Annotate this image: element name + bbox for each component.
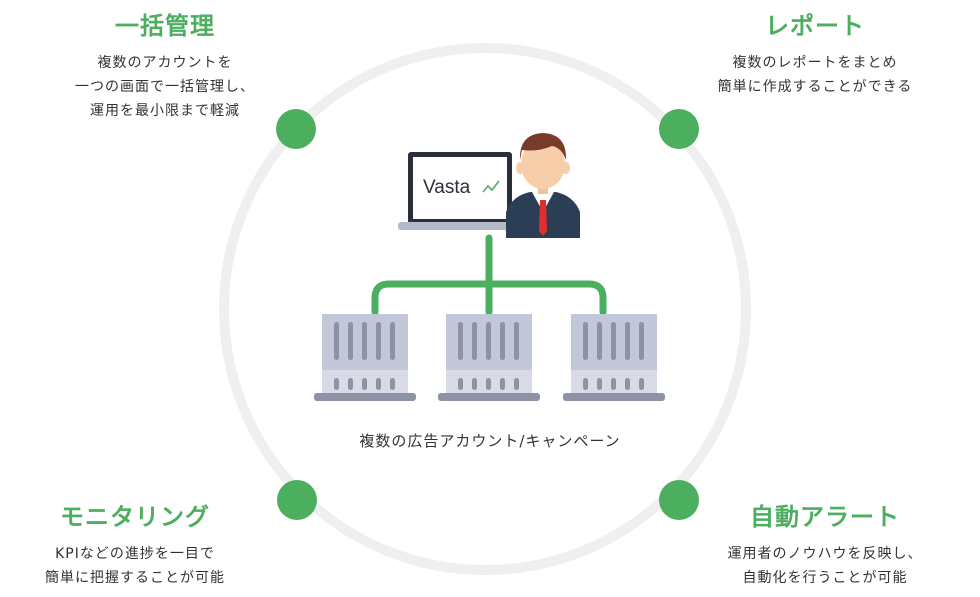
network-connector xyxy=(375,238,603,312)
laptop-icon: Vasta xyxy=(398,152,522,230)
server-icon xyxy=(314,314,416,401)
server-icon xyxy=(563,314,665,401)
server-icon xyxy=(438,314,540,401)
businessman-icon xyxy=(506,133,580,238)
accounts-caption: 複数の広告アカウント/キャンペーン xyxy=(290,430,690,451)
vasta-logo: Vasta xyxy=(423,177,471,198)
